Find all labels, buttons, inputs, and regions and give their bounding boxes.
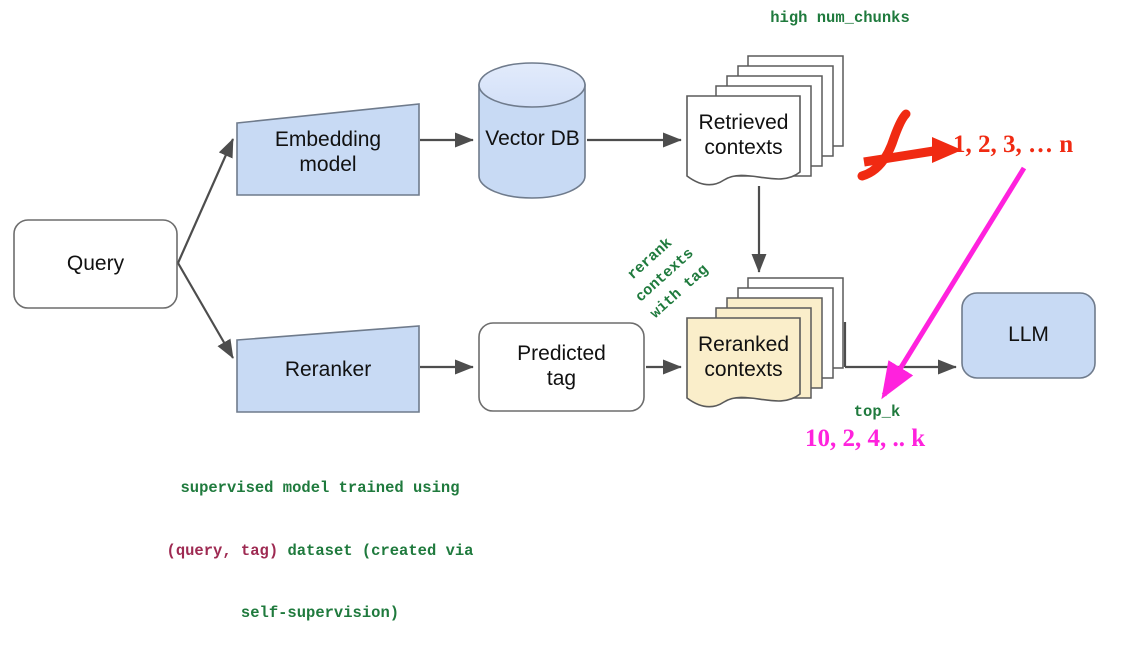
- caption-line-3: self-supervision): [240, 604, 400, 623]
- node-llm[interactable]: [961, 292, 1096, 379]
- edge-topk-magenta-arrow: [881, 166, 1027, 400]
- caption-line-2-rest: dataset (created via: [278, 541, 474, 560]
- diagram-shapes-layer: [13, 55, 1096, 413]
- annotation-top-k: top_k: [853, 403, 901, 421]
- edge-query-to-embedding-model: [176, 138, 235, 264]
- edge-retrieved-ids-red-arrow: [857, 109, 962, 181]
- node-embedding-model[interactable]: [236, 103, 420, 196]
- node-retrieved-contexts[interactable]: [686, 55, 844, 186]
- edge-query-to-reranker: [177, 262, 234, 359]
- caption-line-2-query-tag: (query, tag): [166, 541, 279, 560]
- node-reranker[interactable]: [236, 325, 420, 413]
- node-vector-db[interactable]: [478, 62, 586, 199]
- caption-supervised-model: supervised model trained using (query, t…: [140, 436, 500, 666]
- node-predicted-tag[interactable]: [478, 322, 645, 412]
- node-query[interactable]: [13, 219, 178, 309]
- caption-line-1: supervised model trained using: [180, 478, 460, 497]
- annotation-high-num-chunks: high num_chunks: [770, 9, 910, 27]
- node-reranked-contexts[interactable]: [686, 277, 844, 408]
- annotation-topk-ids: 10, 2, 4, .. k: [805, 425, 926, 452]
- diagram-canvas: Query Embedding model Vector DB Retrieve…: [13, 9, 1096, 622]
- annotation-retrieved-ids: 1, 2, 3, … n: [953, 131, 1074, 158]
- edge-reranked-contexts-to-llm: [843, 322, 957, 375]
- caption-line-2: (query, tag) dataset (created via: [140, 541, 500, 562]
